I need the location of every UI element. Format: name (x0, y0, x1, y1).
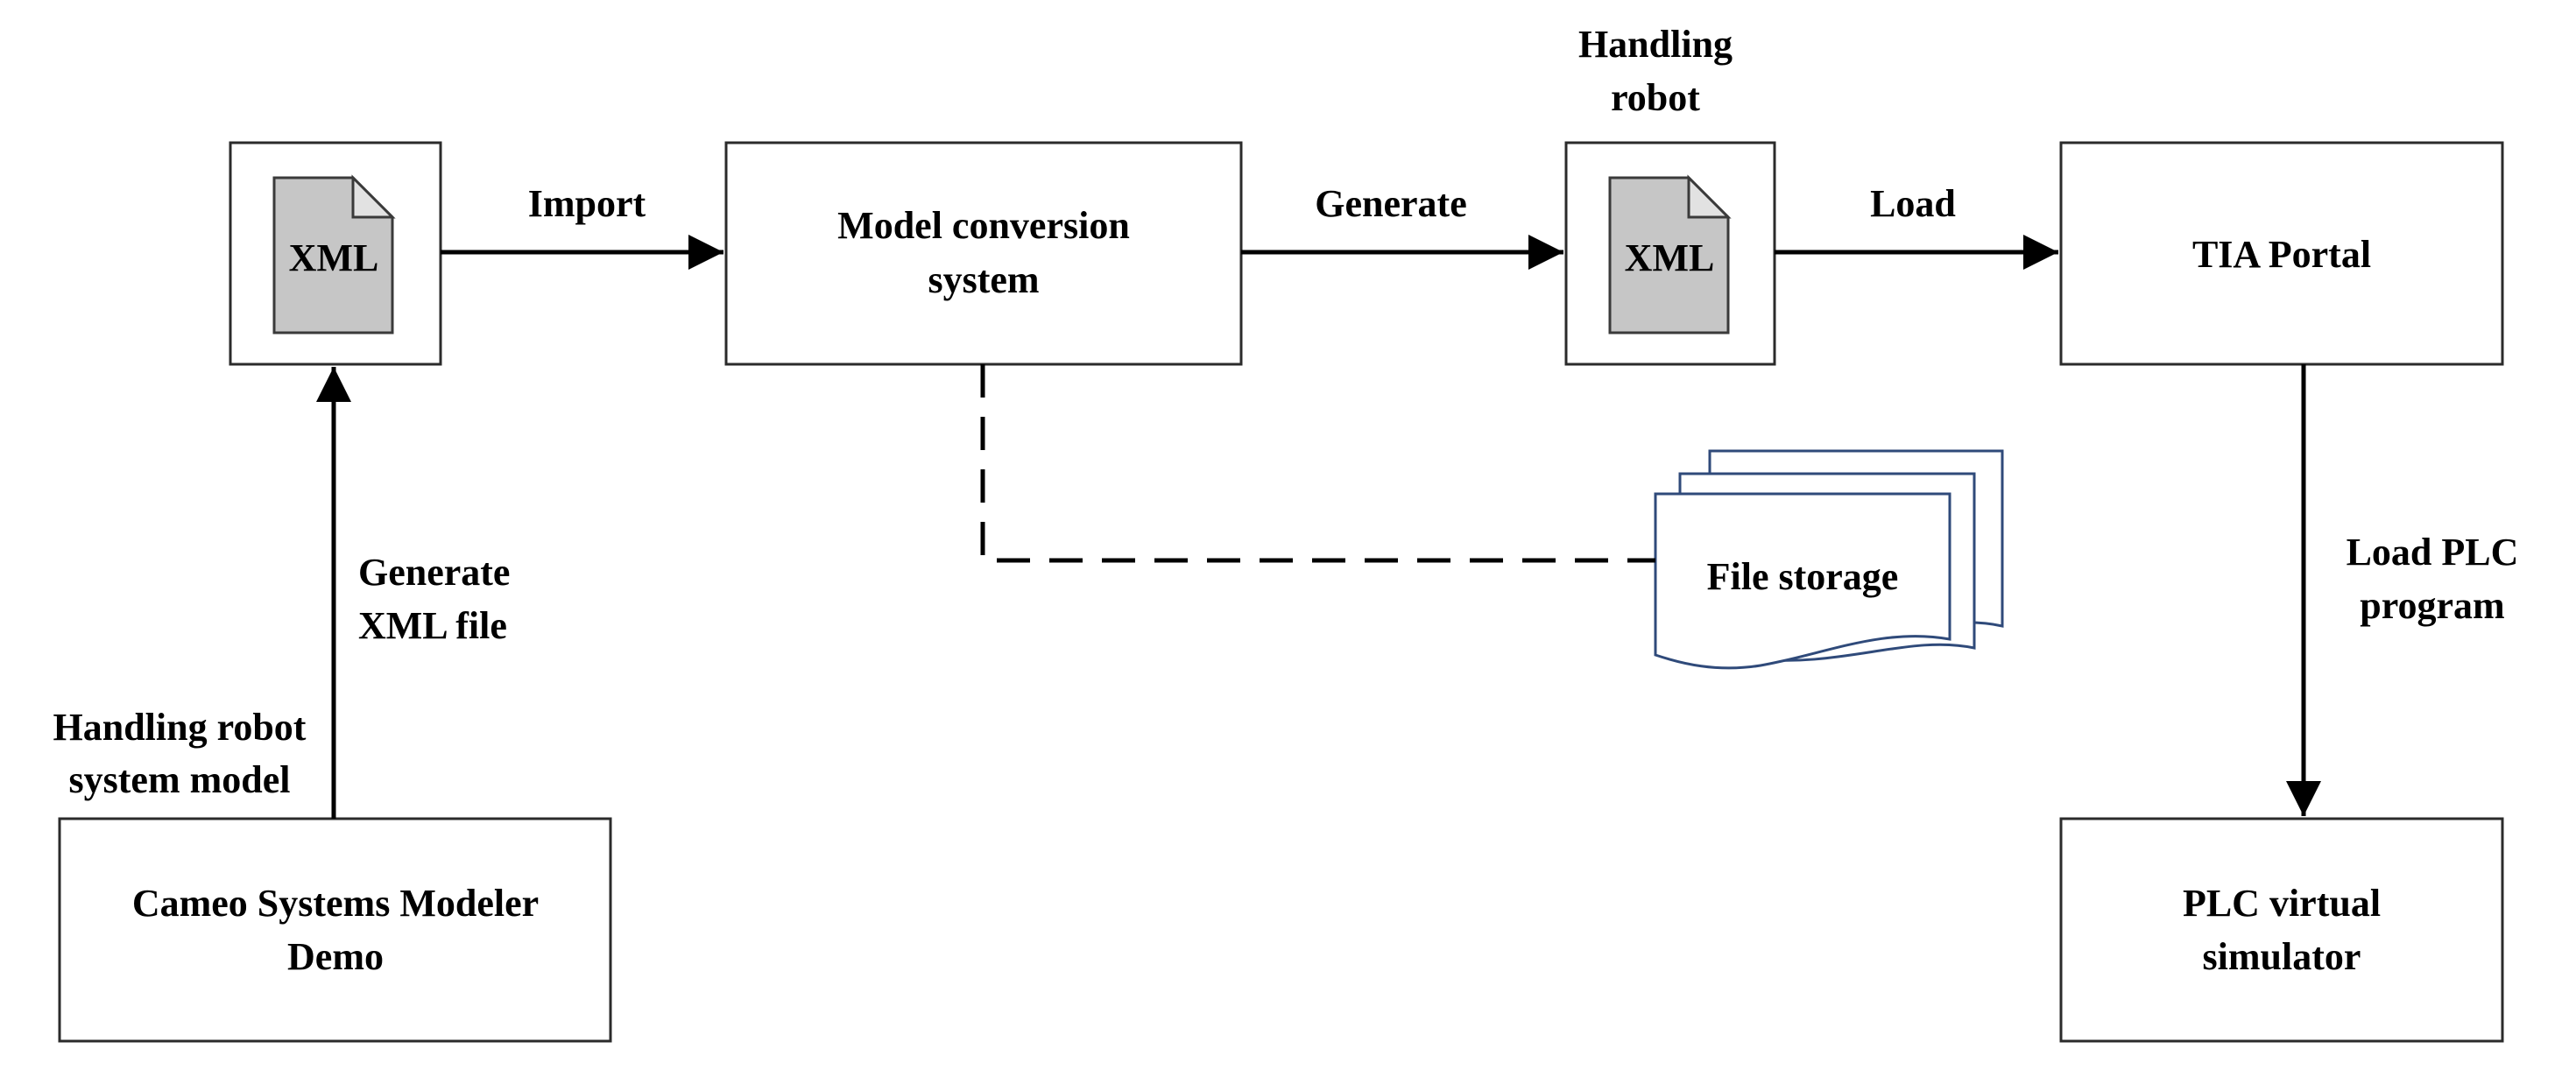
xml-source-label: XML (289, 236, 379, 279)
cameo-box (58, 817, 612, 1043)
load-plc-edge: Load PLC program (2286, 364, 2519, 816)
file-storage-node: File storage (1654, 449, 2004, 670)
generate-xml-edge: Generate XML file Handling robot system … (53, 367, 510, 819)
storage-link (980, 364, 1655, 563)
cameo-node: Cameo Systems Modeler Demo (58, 817, 612, 1043)
generate-edge: Generate (1241, 182, 1563, 270)
handling-robot-xml-node: Handling robot XML (1564, 23, 1776, 366)
generate-label: Generate (1315, 182, 1466, 225)
load-plc-label-line1: Load PLC (2347, 531, 2519, 574)
tia-portal-label: TIA Portal (2192, 233, 2371, 276)
xml-source-node: XML (229, 141, 442, 366)
tia-portal-node: TIA Portal (2059, 141, 2504, 366)
load-edge: Load (1775, 182, 2058, 270)
import-label: Import (528, 182, 646, 225)
file-storage-label: File storage (1707, 555, 1899, 598)
model-conversion-box (724, 141, 1243, 366)
source-model-label-line2: system model (69, 758, 291, 801)
model-conversion-label-line1: Model conversion (837, 204, 1130, 247)
plc-simulator-label-line2: simulator (2203, 935, 2361, 978)
model-conversion-node: Model conversion system (724, 141, 1243, 366)
plc-simulator-node: PLC virtual simulator (2059, 817, 2504, 1043)
xml-document-icon (1608, 174, 1732, 334)
file-storage-shape (1654, 492, 1951, 670)
load-label: Load (1870, 182, 1956, 225)
source-model-label-line1: Handling robot (53, 706, 307, 749)
plc-simulator-box (2059, 817, 2504, 1043)
cameo-label-line1: Cameo Systems Modeler (132, 882, 539, 925)
xml-document-icon (272, 174, 396, 334)
import-edge: Import (441, 182, 723, 270)
handling-robot-title-line1: Handling (1578, 23, 1733, 66)
plc-simulator-label-line1: PLC virtual (2183, 882, 2381, 925)
handling-robot-title-line2: robot (1611, 76, 1700, 119)
cameo-label-line2: Demo (287, 935, 384, 978)
generate-xml-label-line1: Generate (358, 551, 510, 594)
storage-dashed-connector (980, 364, 1655, 563)
model-conversion-label-line2: system (928, 258, 1039, 301)
handling-robot-xml-label: XML (1625, 236, 1715, 279)
load-plc-label-line2: program (2360, 584, 2504, 627)
tia-portal-box (2059, 141, 2504, 366)
generate-xml-label-line2: XML file (358, 604, 507, 647)
